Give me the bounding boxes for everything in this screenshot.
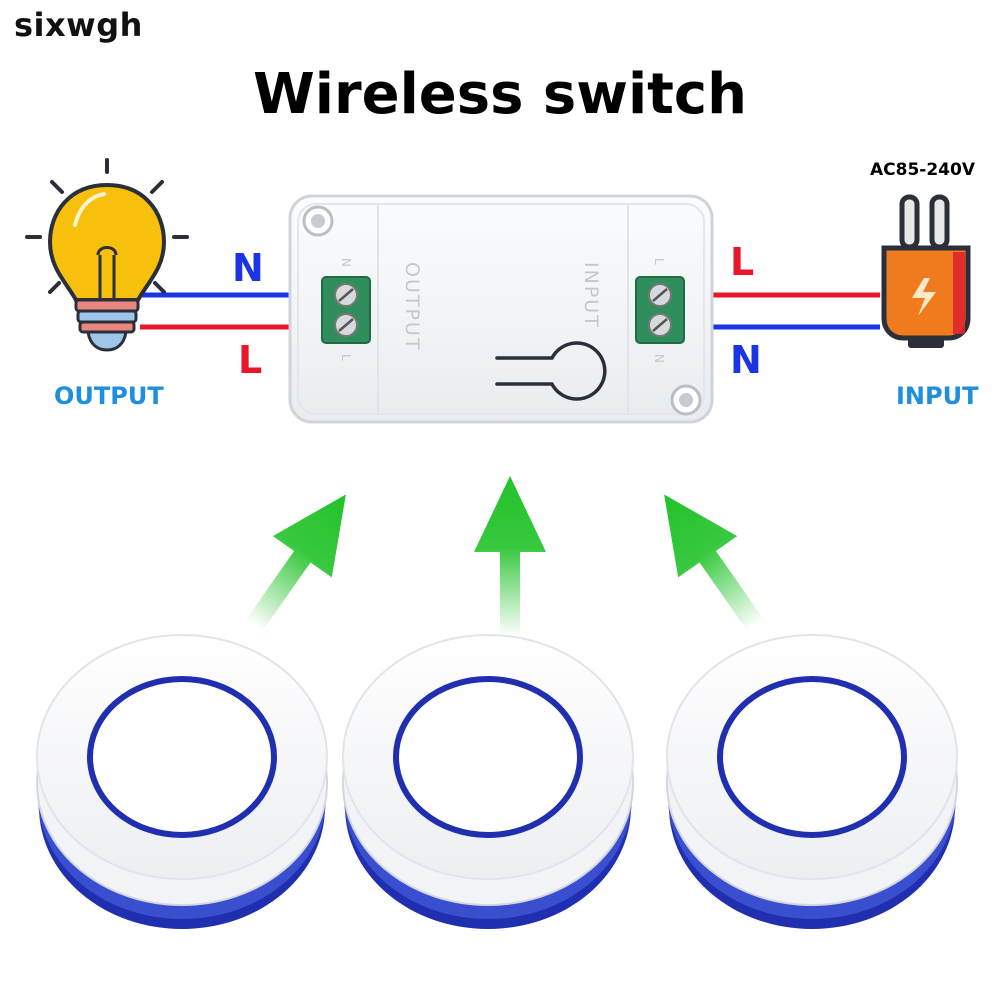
terminal-label-right-bottom: N <box>652 354 666 363</box>
remote-buttons <box>36 634 958 929</box>
remote-button <box>342 634 634 929</box>
output-label: OUTPUT <box>54 382 164 410</box>
antenna-loop-icon <box>495 341 607 401</box>
wire-label-n-left: N <box>232 246 264 290</box>
remote-button <box>36 634 328 929</box>
light-bulb-icon <box>25 158 189 352</box>
wire-label-l-right: L <box>730 240 755 284</box>
terminal-label-right-top: L <box>652 258 666 265</box>
power-plug-icon <box>881 194 971 348</box>
relay-module: OUTPUT INPUT N L L N <box>288 194 714 424</box>
brand-logo: sixwgh <box>14 6 143 44</box>
output-terminal-block <box>321 276 371 344</box>
page-title: Wireless switch <box>253 62 747 127</box>
remote-button <box>666 634 958 929</box>
remote-press-ring <box>87 676 277 838</box>
terminal-label-left-top: N <box>339 258 353 267</box>
voltage-label: AC85-240V <box>870 160 975 180</box>
arrow-up-center <box>474 476 546 636</box>
lightning-icon <box>912 278 936 316</box>
signal-arrows <box>245 476 765 636</box>
wire-label-l-left: L <box>238 338 263 382</box>
remote-press-ring <box>717 676 907 838</box>
input-terminal-block <box>635 276 685 344</box>
arrow-up-left <box>245 494 346 632</box>
remote-press-ring <box>393 676 583 838</box>
module-output-text: OUTPUT <box>401 262 423 351</box>
wires <box>140 292 880 330</box>
input-label: INPUT <box>896 382 979 410</box>
terminal-label-left-bottom: L <box>339 354 353 361</box>
wire-label-n-right: N <box>730 338 762 382</box>
arrow-up-right <box>664 494 765 632</box>
module-input-text: INPUT <box>580 262 602 329</box>
